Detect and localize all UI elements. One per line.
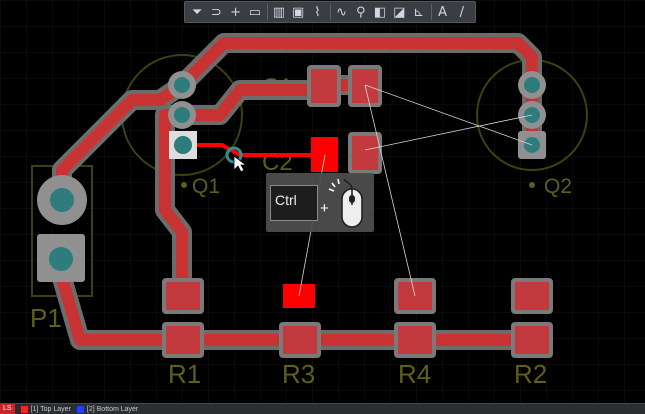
place-via-icon[interactable]: ⚲ [356, 4, 366, 20]
layer-tab-bottom[interactable]: [2] Bottom Layer [76, 405, 139, 413]
component-icon[interactable]: ▣ [292, 4, 305, 20]
filter-icon[interactable]: ⏷ [191, 4, 203, 20]
active-route [197, 143, 318, 173]
ctrl-key: Ctrl [270, 185, 318, 221]
place-pad-icon[interactable]: ◧ [373, 4, 387, 20]
designator-q1: Q1 [192, 175, 220, 198]
layer-tab-label: [1] Top Layer [30, 405, 71, 413]
text-icon[interactable]: A [438, 4, 448, 20]
dimension-icon[interactable]: ⊾ [413, 4, 424, 20]
through-hole-pads[interactable] [37, 71, 546, 282]
align-icon[interactable]: ▥ [272, 4, 286, 20]
layer-set-button[interactable]: LS [0, 404, 15, 414]
diff-pair-icon[interactable]: ∿ [336, 4, 347, 20]
interactive-route-icon[interactable]: ⌇ [314, 4, 321, 20]
layer-tab-top[interactable]: [1] Top Layer [20, 405, 71, 413]
toolbar-separator [329, 4, 331, 20]
route-icon[interactable]: ⊃ [210, 4, 222, 20]
place-region-icon[interactable]: ◪ [393, 4, 406, 20]
hint-plus: + [320, 200, 329, 217]
bottom-layer-swatch [76, 405, 84, 413]
toolbar-separator [267, 4, 268, 20]
select-rect-icon[interactable]: ▭ [248, 4, 262, 20]
toolbar-separator [430, 4, 432, 20]
active-bar-toolbar: ⏷ ⊃ + ▭ ▥ ▣ ⌇ ∿ ⚲ ◧ ◪ ⊾ A / [184, 1, 476, 23]
shortcut-hint: Ctrl + [266, 173, 374, 232]
pads[interactable] [162, 65, 553, 358]
designator-r2: R2 [514, 359, 547, 389]
designator-r3: R3 [282, 359, 315, 389]
line-icon[interactable]: / [459, 4, 465, 20]
designator-q2: Q2 [544, 175, 572, 198]
layer-tab-label: [2] Bottom Layer [86, 405, 139, 413]
designator-r1: R1 [168, 359, 201, 389]
designator-r4: R4 [398, 359, 431, 389]
status-bar: LS [1] Top Layer [2] Bottom Layer [0, 403, 645, 414]
designator-p1: P1 [30, 303, 62, 333]
top-layer-swatch [20, 405, 28, 413]
mouse-icon [328, 178, 363, 228]
mouse-cursor-icon [233, 155, 248, 173]
crosshair-icon[interactable]: + [230, 4, 242, 20]
